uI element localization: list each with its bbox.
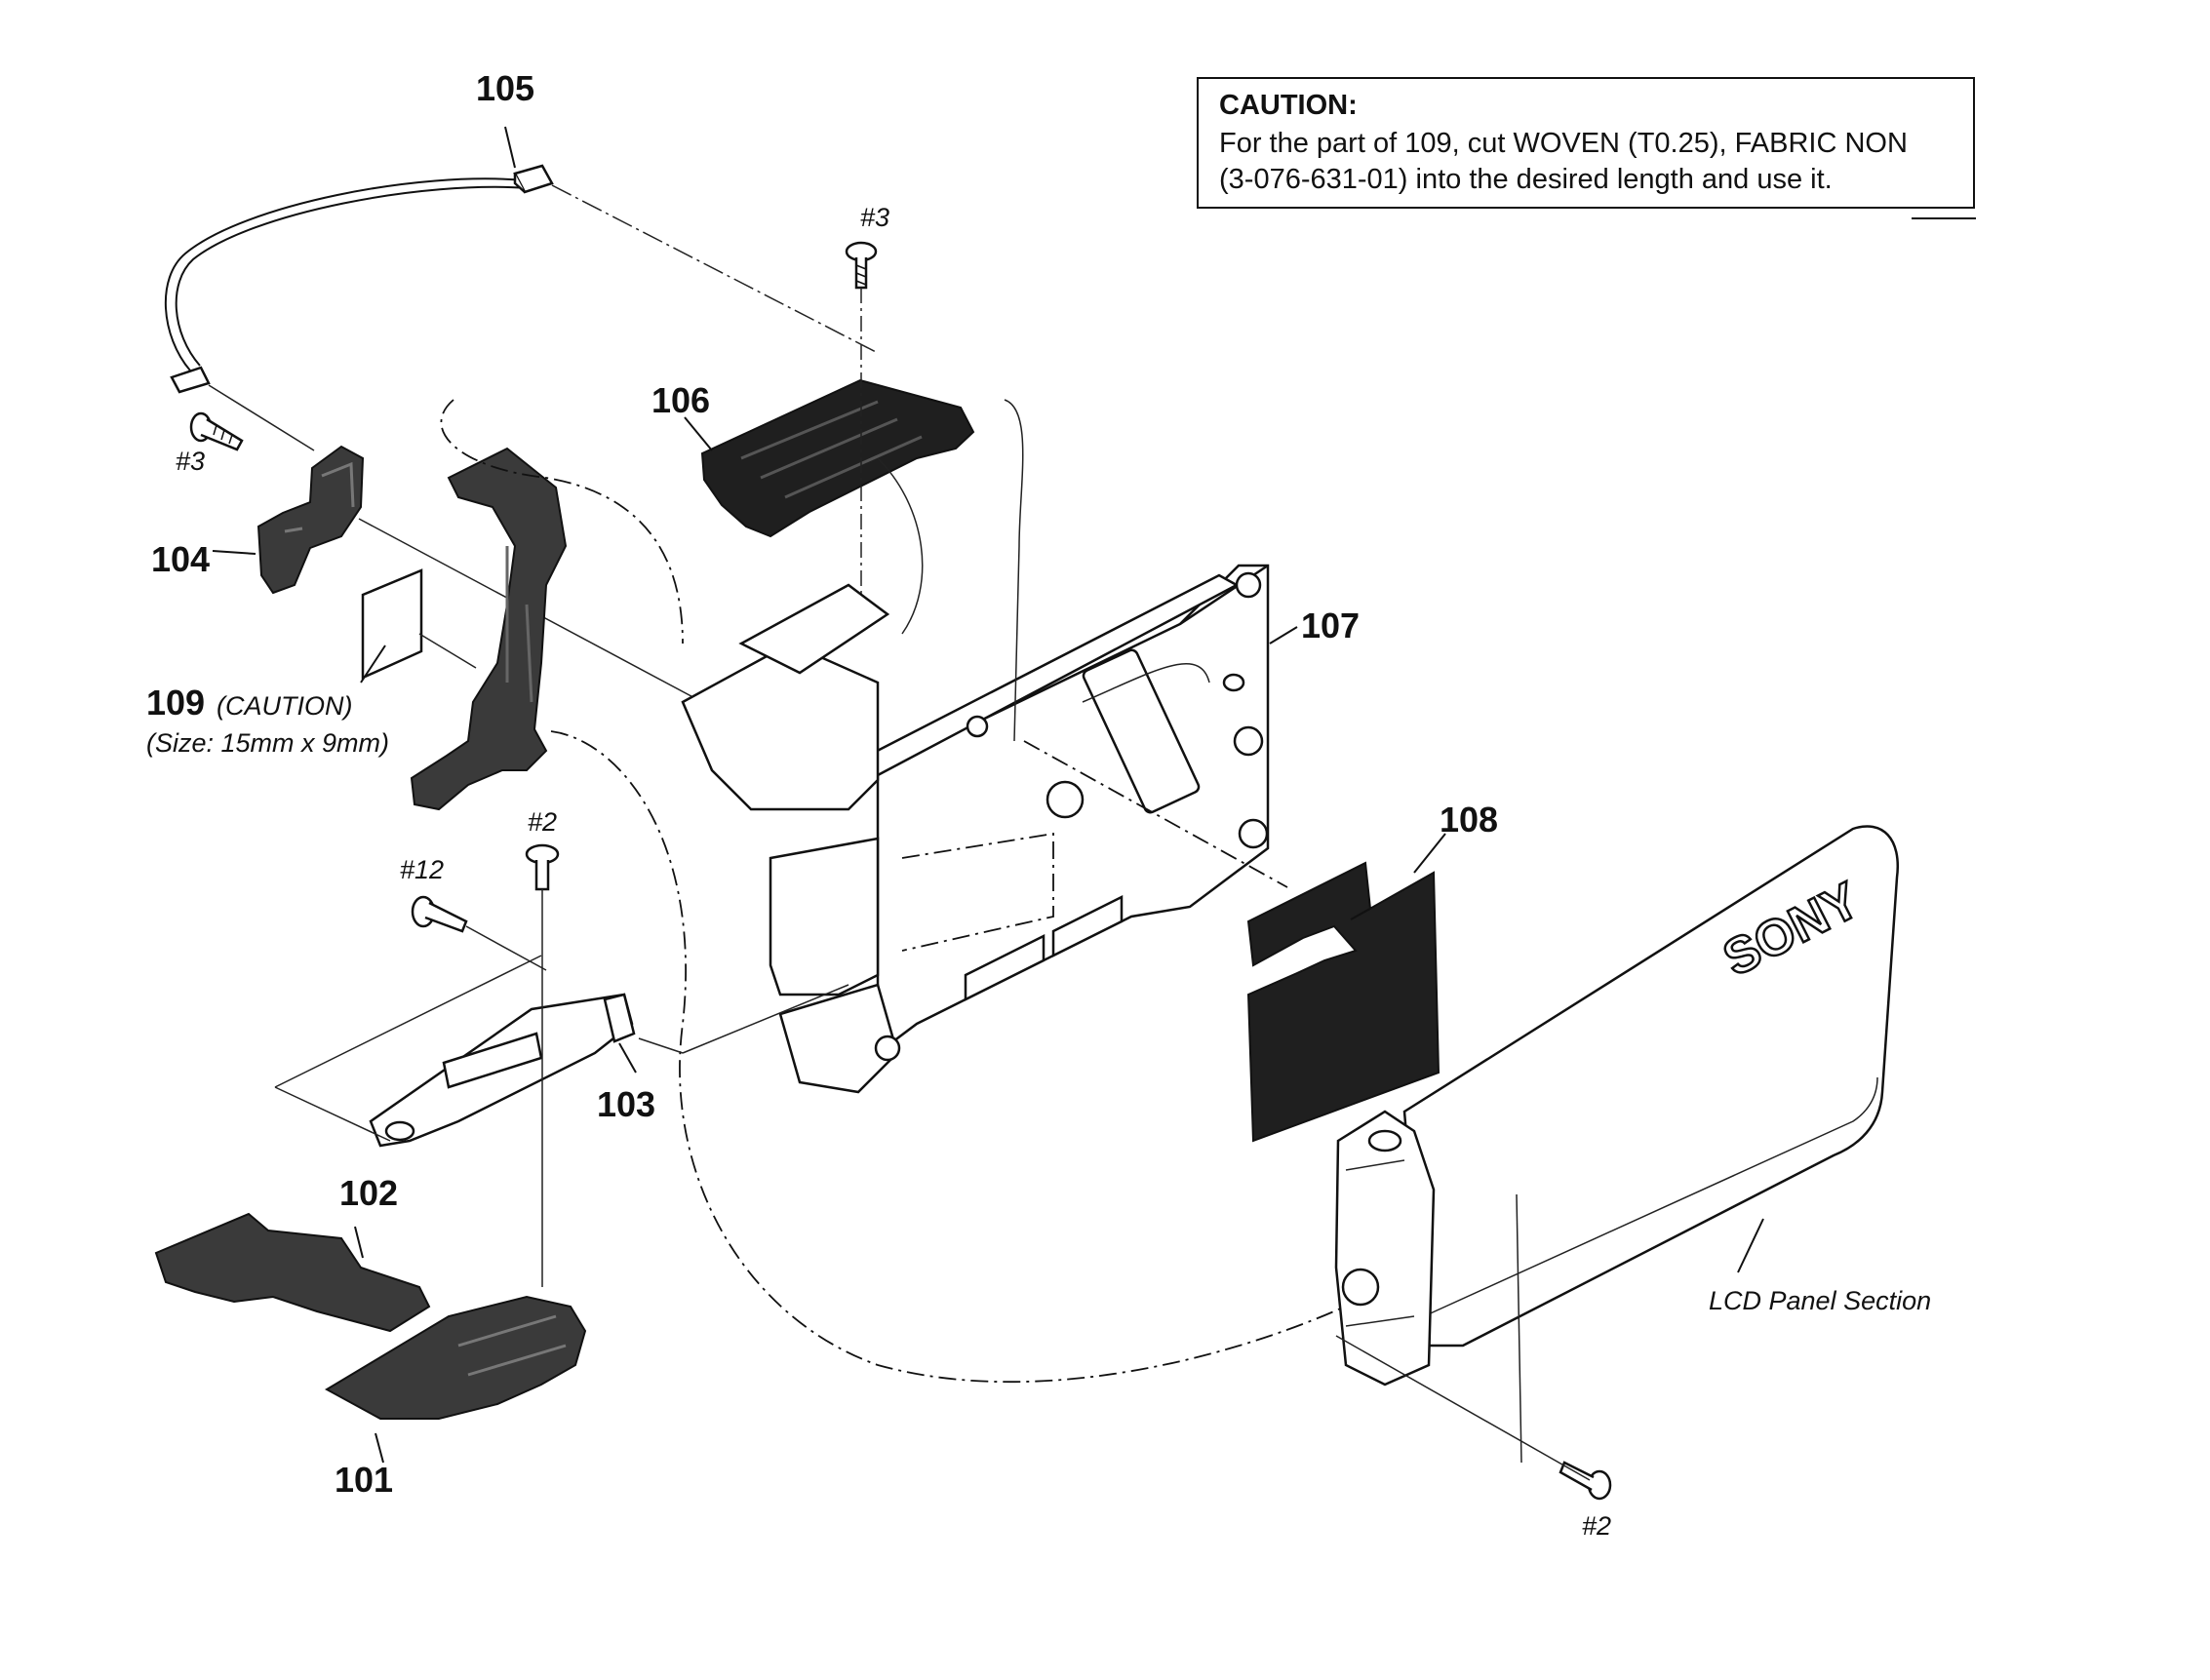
connector-top bbox=[513, 164, 554, 194]
part-102-sheet bbox=[154, 1212, 431, 1333]
caution-line-1: For the part of 109, cut WOVEN (T0.25), … bbox=[1219, 128, 1908, 159]
label-109-note: (CAUTION) bbox=[217, 691, 352, 721]
label-screw-2-mid: #2 bbox=[528, 807, 557, 837]
label-106: 106 bbox=[651, 380, 710, 420]
label-101: 101 bbox=[335, 1460, 393, 1500]
label-screw-3-left: #3 bbox=[176, 447, 205, 476]
lcd-panel-section bbox=[1334, 825, 1900, 1387]
label-screw-12: #12 bbox=[400, 855, 444, 884]
screw-2-mid bbox=[525, 843, 560, 1287]
part-103-bracket bbox=[274, 955, 849, 1148]
label-105: 105 bbox=[476, 68, 534, 108]
label-109: 109 bbox=[146, 683, 205, 723]
label-108: 108 bbox=[1440, 800, 1498, 840]
label-lcd-panel-section: LCD Panel Section bbox=[1709, 1286, 1931, 1315]
screw-12 bbox=[411, 895, 547, 971]
label-screw-3-top: #3 bbox=[860, 203, 889, 232]
label-102: 102 bbox=[339, 1173, 398, 1213]
connector-bottom bbox=[170, 366, 211, 394]
screw-2-bottom bbox=[1335, 1193, 1612, 1501]
screw-3-left bbox=[189, 411, 244, 451]
flex-cable-left bbox=[410, 447, 568, 811]
label-104: 104 bbox=[151, 539, 210, 579]
label-103: 103 bbox=[597, 1084, 655, 1124]
routing-lines bbox=[440, 399, 1366, 1384]
caution-line-2: (3-076-631-01) into the desired length a… bbox=[1219, 164, 1833, 195]
part-101-housing bbox=[324, 1295, 587, 1464]
part-107-frame bbox=[681, 564, 1298, 1094]
part-105-cable bbox=[164, 126, 879, 451]
part-109-sheet bbox=[360, 568, 477, 684]
caution-box: CAUTION: For the part of 109, cut WOVEN … bbox=[1197, 77, 1976, 219]
label-109-group: 109 (CAUTION) (Size: 15mm x 9mm) bbox=[146, 683, 389, 758]
part-106-board bbox=[684, 378, 975, 635]
label-109-size: (Size: 15mm x 9mm) bbox=[146, 728, 389, 758]
caution-title: CAUTION: bbox=[1219, 90, 1358, 121]
label-107: 107 bbox=[1301, 606, 1360, 645]
part-108-pad bbox=[1246, 833, 1446, 1143]
label-screw-2-bottom: #2 bbox=[1582, 1511, 1611, 1541]
